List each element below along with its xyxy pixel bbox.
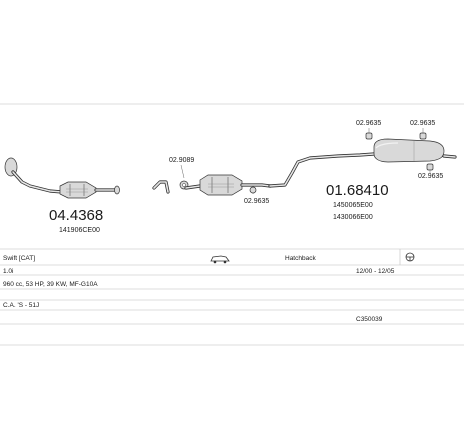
steering-wheel-icon	[405, 252, 415, 262]
rear-pipe-part	[268, 138, 457, 188]
table-chassis: C.A. 'S - 51J	[3, 302, 39, 309]
rubber-hanger-icon	[426, 163, 434, 171]
table-specs: 960 cc, 53 HP, 39 KW, MF-G10A	[3, 281, 98, 288]
clamp-label-left: 02.9089	[169, 157, 194, 164]
table-years: 12/00 - 12/05	[356, 268, 395, 275]
rear-muffler-body	[373, 138, 445, 163]
front-pipe-number: 04.4368	[49, 207, 103, 224]
front-pipe-tube	[11, 170, 64, 194]
front-pipe-oe-number: 141906CE00	[59, 227, 100, 234]
connector-pipe-part	[152, 180, 170, 194]
application-table: Swift [CAT] Hatchback 1.0i 12/00 - 12/05…	[0, 248, 464, 346]
table-model: Swift [CAT]	[3, 255, 35, 262]
front-catalyst-body	[59, 181, 97, 199]
middle-catalyst-body	[199, 174, 243, 196]
rubber-hanger-icon	[419, 132, 427, 140]
car-body-icon	[210, 255, 230, 264]
rear-muffler-oe-1: 1450065E00	[333, 202, 373, 209]
table-body-type: Hatchback	[285, 255, 316, 262]
rear-muffler-oe-2: 1430066E00	[333, 214, 373, 221]
rubber-hanger-icon	[365, 132, 373, 140]
clamp-label-mid: 02.9635	[244, 198, 269, 205]
rubber-label-3: 02.9635	[418, 173, 443, 180]
rubber-label-1: 02.9635	[356, 120, 381, 127]
table-engine: 1.0i	[3, 268, 13, 275]
middle-catalyst-part	[184, 174, 272, 196]
table-system-code: C350039	[356, 316, 383, 323]
front-pipe-part	[4, 157, 120, 199]
clamp-icon	[179, 180, 189, 190]
rear-muffler-number: 01.68410	[326, 182, 389, 199]
rubber-mount-icon	[249, 186, 257, 194]
rubber-label-2: 02.9635	[410, 120, 435, 127]
